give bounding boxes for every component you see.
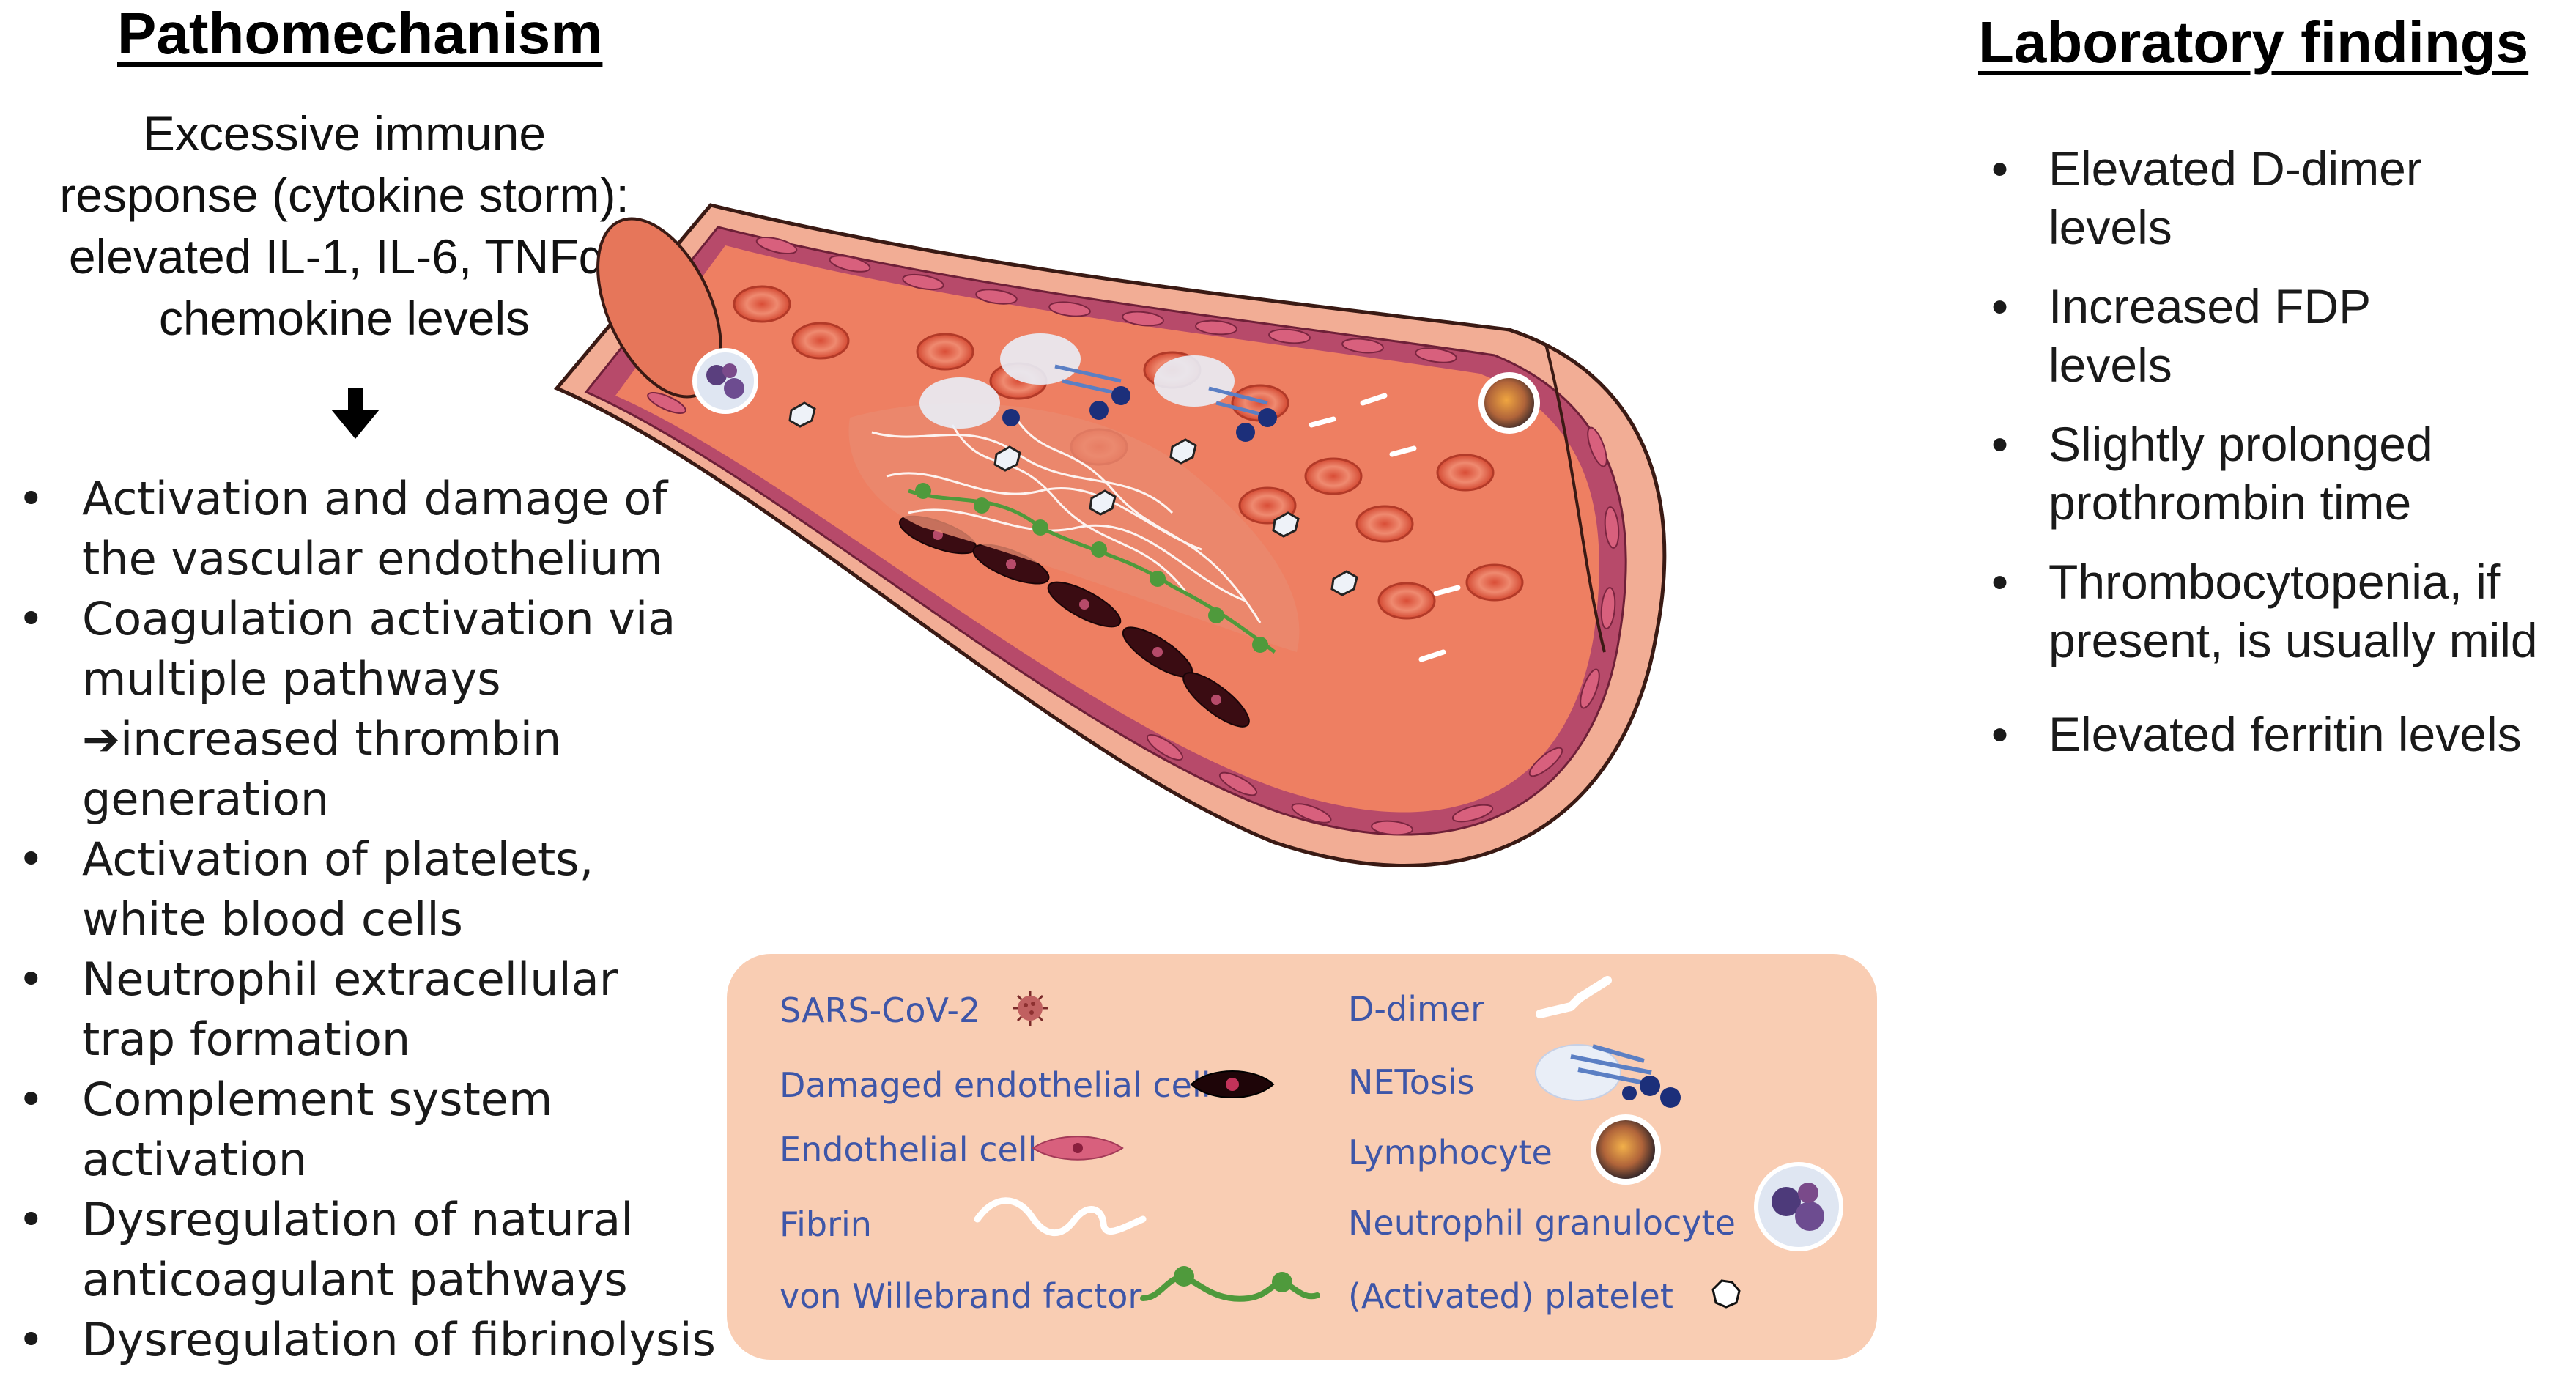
legend-label-damaged-endothelial-cell: Damaged endothelial cell <box>780 1065 1211 1105</box>
legend-label-fibrin: Fibrin <box>780 1204 872 1244</box>
lymphocyte <box>1478 372 1540 434</box>
legend-label-d-dimer: D-dimer <box>1348 989 1485 1029</box>
pathomechanism-heading: Pathomechanism <box>117 1 603 66</box>
list-item: • Dysregulation of fibrinolysis <box>18 1313 716 1366</box>
damaged-endothelial-cell-icon <box>1190 1070 1275 1098</box>
legend-panel: SARS-CoV-2 Damaged endothelial cell Endo… <box>727 954 1877 1360</box>
activated-platelets <box>788 401 1358 596</box>
d-dimer-fragments <box>1309 393 1461 662</box>
d-dimer-icon <box>1536 976 1612 1018</box>
intro-line: elevated IL-1, IL-6, TNFα, <box>68 229 621 284</box>
sars-cov-2-icon <box>1013 991 1048 1026</box>
netosis-icon <box>1535 1044 1681 1108</box>
legend-label-neutrophil-granulocyte: Neutrophil granulocyte <box>1348 1203 1736 1243</box>
cytokine-storm-intro: Excessive immune response (cytokine stor… <box>29 103 659 349</box>
legend-label-netosis: NETosis <box>1348 1062 1475 1102</box>
fibrin-icon <box>974 1197 1147 1236</box>
legend-label-von-willebrand-factor: von Willebrand factor <box>780 1276 1142 1316</box>
blood-vessel-illustration <box>553 203 1667 868</box>
neutrophil-granulocyte-icon <box>1754 1162 1843 1251</box>
activated-platelet-icon <box>1711 1279 1741 1309</box>
von-willebrand-factor-icon <box>1140 1266 1320 1302</box>
intro-line: response (cytokine storm): <box>59 168 629 222</box>
legend-label-sars-cov-2: SARS-CoV-2 <box>780 991 981 1030</box>
intro-line: chemokine levels <box>158 291 530 345</box>
lymphocyte-icon <box>1591 1114 1661 1185</box>
endothelial-cell-icon <box>1032 1136 1124 1161</box>
legend-label-endothelial-cell: Endothelial cell <box>780 1130 1037 1169</box>
neutrophil-granulocyte <box>692 348 758 414</box>
laboratory-findings-heading: Laboratory findings <box>1978 10 2529 75</box>
legend-label-activated-platelet: (Activated) platelet <box>1348 1276 1673 1316</box>
netosis-clusters <box>919 333 1277 442</box>
list-item: • Elevated ferritin levels <box>1991 707 2522 761</box>
fibrin-mesh <box>871 410 1262 623</box>
down-arrow-icon <box>322 385 388 447</box>
endothelial-cells <box>647 236 1620 836</box>
legend-label-lymphocyte: Lymphocyte <box>1348 1133 1552 1172</box>
intro-line: Excessive immune <box>142 106 547 160</box>
list-item: • Activation of platelets,white blood ce… <box>18 832 594 946</box>
